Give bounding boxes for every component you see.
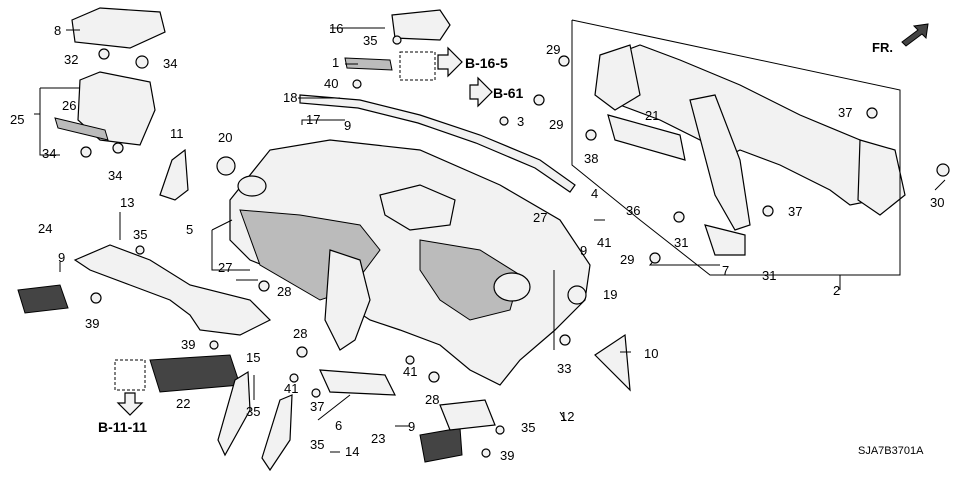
fasteners [80,35,950,458]
callout-6: 6 [335,418,342,433]
top-cover-part [71,7,166,49]
pocket-part [419,399,496,463]
callout-9-b: 9 [58,250,65,265]
reference-arrow-b-11-11: B-11-11 [98,392,147,435]
callout-13: 13 [120,195,134,210]
side-vent-left-part [17,284,69,314]
callout-29-b: 29 [549,117,563,132]
callout-28-b: 28 [293,326,307,341]
meter-visor-part [54,71,156,146]
small-switch-part [344,57,393,71]
callout-18: 18 [283,90,297,105]
drawing-code: SJA7B3701A [858,445,924,457]
callout-28-c: 28 [425,392,439,407]
callout-36: 36 [626,203,640,218]
callout-4: 4 [591,186,598,201]
callout-39-c: 39 [500,448,514,463]
callout-8: 8 [54,23,61,38]
callout-10: 10 [644,346,658,361]
part-callouts: 1 2 3 4 5 6 7 8 9 9 9 9 10 11 12 13 14 1… [10,21,944,463]
callout-9-d: 9 [580,243,587,258]
group-box-bracketry [114,51,436,391]
callout-5: 5 [186,222,193,237]
callout-35-d: 35 [310,437,324,452]
top-lid-part [391,9,451,41]
callout-31-b: 31 [762,268,776,283]
callout-1: 1 [332,55,339,70]
callout-38: 38 [584,151,598,166]
callout-29-c: 29 [620,252,634,267]
callout-41-c: 41 [403,364,417,379]
callout-17: 17 [306,112,320,127]
callout-15: 15 [246,350,260,365]
callout-28-a: 28 [277,284,291,299]
side-garnish-part [73,244,272,336]
callout-11: 11 [170,126,184,141]
callout-27-a: 27 [533,210,547,225]
callout-35-b: 35 [133,227,147,242]
callout-37-a: 37 [838,105,852,120]
callout-3: 3 [517,114,524,129]
callout-34-c: 34 [108,168,122,183]
callout-32: 32 [64,52,78,67]
callout-37-c: 37 [310,399,324,414]
callout-26: 26 [62,98,76,113]
callout-35-e: 35 [521,420,535,435]
callout-25: 25 [10,112,24,127]
callout-40: 40 [324,76,338,91]
callout-35-a: 35 [363,33,377,48]
center-vent-part [149,354,241,393]
callout-33: 33 [557,361,571,376]
front-arrow-icon [901,23,929,47]
callout-27-b: 27 [218,260,232,275]
callout-37-b: 37 [788,204,802,219]
upper-trim-strip [299,94,576,193]
callout-9-c: 9 [408,419,415,434]
callout-35-c: 35 [246,404,260,419]
reference-arrow-b-61: B-61 [469,76,524,108]
front-label: FR. [872,40,893,55]
front-direction-marker: FR. [872,23,929,55]
callout-9-a: 9 [344,118,351,133]
dashboard-panel [229,139,591,386]
callout-41-b: 41 [284,381,298,396]
callout-39-b: 39 [181,337,195,352]
side-panel-left-part [159,148,189,201]
reference-b-61: B-61 [493,85,524,101]
side-cover-right-part [594,333,631,392]
callout-20: 20 [218,130,232,145]
leader-lines [34,19,946,453]
callout-21: 21 [645,108,659,123]
callout-23: 23 [371,431,385,446]
callout-31-a: 31 [674,235,688,250]
callout-24: 24 [38,221,52,236]
callout-39-a: 39 [85,316,99,331]
callout-12: 12 [560,409,574,424]
callout-41-a: 41 [597,235,611,250]
callout-34-a: 34 [163,56,177,71]
callout-7: 7 [722,263,729,278]
callout-34-b: 34 [42,146,56,161]
callout-22: 22 [176,396,190,411]
callout-14: 14 [345,444,359,459]
callout-30: 30 [930,195,944,210]
reference-arrow-b-16-5: B-16-5 [437,46,508,78]
callout-19: 19 [603,287,617,302]
pillar-trim-part [217,370,293,472]
lower-bracket-part [319,369,396,396]
reference-b-16-5: B-16-5 [465,55,508,71]
callout-29-a: 29 [546,42,560,57]
steering-hanger-beam [594,44,906,256]
callout-2: 2 [833,283,840,298]
reference-b-11-11: B-11-11 [98,419,147,435]
callout-16: 16 [329,21,343,36]
